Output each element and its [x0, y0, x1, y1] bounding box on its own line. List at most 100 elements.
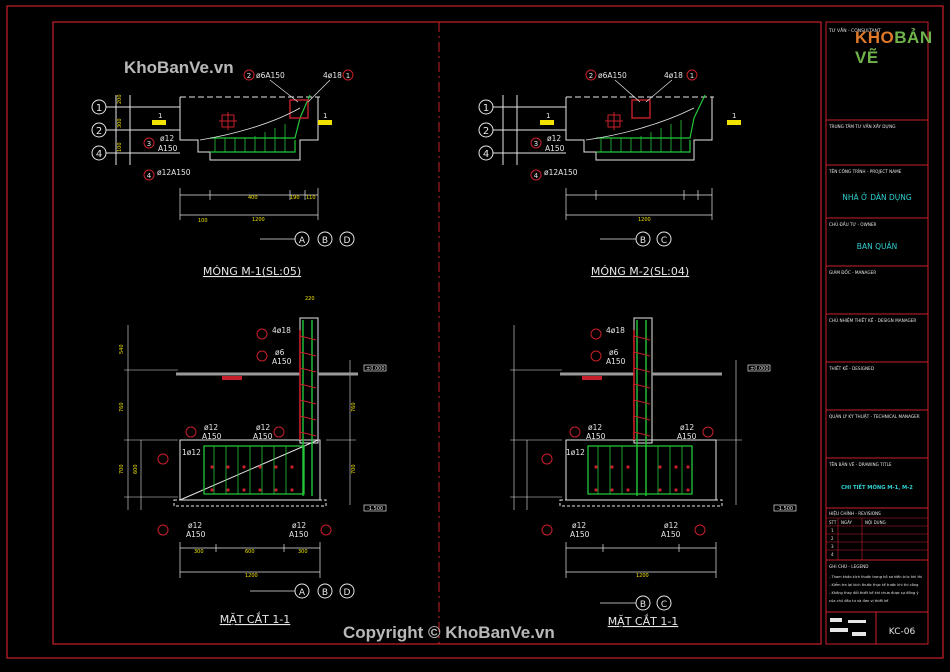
sec-m1-axis-d: D	[344, 588, 351, 598]
sec-m2-c6a: ø12	[588, 423, 602, 432]
sec-m1-dim-top: 220	[305, 296, 315, 302]
sec-m2-total: 1200	[636, 573, 649, 579]
plan-m1: 1 2 4 200 300 100 1 1 2 ø6A150 4ø18 1 3 …	[91, 69, 355, 278]
tb-note-3: - Không thay đổi thiết kế khi chưa được …	[829, 590, 919, 595]
sec-m1-c5b: A150	[253, 432, 273, 441]
sec-m2-c3a: ø12	[664, 521, 678, 530]
watermark-top: KhoBanVe.vn	[124, 58, 234, 77]
plan-m1-r4: ø12A150	[157, 168, 191, 177]
sec-m1-c4a: ø12	[188, 521, 202, 530]
sec-m2-c2b: A150	[606, 357, 626, 366]
callout-circle	[273, 426, 285, 438]
tb-tech-label: QUẢN LÝ KỸ THUẬT - TECHNICAL MANAGER	[829, 414, 920, 419]
tb-design-label: THIẾT KẾ - DESIGNED	[828, 365, 874, 371]
callout-circle	[541, 524, 553, 536]
sec-m2-axis-b: B	[640, 600, 646, 610]
sec-m1-axis-b: B	[322, 588, 328, 598]
axis-bubble	[656, 231, 672, 247]
tb-drawing-title: CHI TIẾT MÓNG M-1, M-2	[841, 483, 913, 491]
callout-circle	[590, 328, 602, 340]
plan-m1-d3: 190	[290, 195, 300, 201]
sec-m1-d1: 300	[194, 549, 204, 555]
sec-m1-c5a: ø12	[256, 423, 270, 432]
axis-bubble	[317, 231, 333, 247]
plan-m2-callout-1: 1	[483, 103, 489, 114]
plan-m1-r3a: ø12	[160, 134, 174, 143]
sec-m2-c4b: A150	[570, 530, 590, 539]
section-m1: 540 760 700 600 760 700 ±0.000 -1.500	[119, 296, 387, 626]
plan-m2-r3a: ø12	[547, 134, 561, 143]
callout-circle	[256, 350, 268, 362]
plan-m2-total: 1200	[638, 217, 651, 223]
sec-m1-c2b: A150	[272, 357, 292, 366]
plan-m2-top1: ø6A150	[598, 71, 627, 80]
sec-m2-c3b: A150	[661, 530, 681, 539]
axis-bubble	[294, 231, 310, 247]
plan-m1-axis-d: D	[344, 236, 351, 246]
sec-m1-c2a: ø6	[275, 348, 285, 357]
plan-m1-callout-2: 2	[96, 126, 102, 137]
callout-circle	[530, 169, 542, 181]
plan-m2-r4: ø12A150	[544, 168, 578, 177]
plan-m2-sec-left: 1	[546, 112, 550, 120]
callout-circle	[243, 69, 255, 81]
callout-circle	[694, 524, 706, 536]
sec-m1-v3: 700	[119, 464, 125, 474]
callout-circle	[702, 426, 714, 438]
plan-m1-top2-no: 1	[346, 72, 350, 80]
plan-m2-axis-c: C	[661, 236, 667, 246]
sec-m1-c4b: A150	[186, 530, 206, 539]
logo-part1: KHO	[855, 28, 895, 47]
plan-m2-title: MÓNG M-2(SL:04)	[591, 265, 689, 278]
sec-m1-c3a: ø12	[292, 521, 306, 530]
watermark-bottom: Copyright © KhoBanVe.vn	[343, 623, 555, 642]
plan-m1-r3-no: 3	[147, 140, 151, 148]
plan-m1-d1: 100	[198, 218, 208, 224]
sec-m1-v2r: 760	[351, 402, 357, 412]
plan-m1-sec-right: 1	[323, 112, 327, 120]
sec-m1-level-top: ±0.000	[366, 366, 385, 372]
tb-note-4: của chủ đầu tư và đơn vị thiết kế	[829, 599, 889, 603]
axis-bubble	[317, 583, 333, 599]
sec-m1-v1: 540	[119, 344, 125, 354]
plan-m1-v3: 100	[117, 142, 123, 152]
sec-m1-c3b: A150	[289, 530, 309, 539]
tb-rev-h2: NGÀY	[841, 520, 853, 525]
sec-m2-axis-c: C	[661, 600, 667, 610]
tb-company: TRUNG TÂM TƯ VẤN XÂY DỰNG	[828, 124, 895, 129]
outer-border	[6, 5, 944, 659]
tb-owner: BAN QUẢN	[857, 242, 897, 251]
tb-rev-h3: NỘI DUNG	[865, 520, 886, 525]
sec-m1-c6b: A150	[202, 432, 222, 441]
plan-m2-top1-no: 2	[589, 72, 593, 80]
sec-m1-level-bottom: -1.500	[367, 506, 383, 512]
sec-m2-level-bottom: -1.500	[777, 506, 793, 512]
callout-circle	[143, 169, 155, 181]
sec-m1-c1: 4ø18	[272, 326, 291, 335]
plan-m2-r3-no: 3	[534, 140, 538, 148]
tb-drawing-title-label: TÊN BẢN VẼ - DRAWING TITLE	[828, 462, 892, 467]
axis-bubble	[656, 595, 672, 611]
plan-m1-top1-no: 2	[247, 72, 251, 80]
plan-m1-v2: 300	[117, 118, 123, 128]
plan-m2-top2-no: 1	[690, 72, 694, 80]
sec-m2-c6b: A150	[586, 432, 606, 441]
tb-rev-r3: 3	[831, 544, 834, 549]
tb-rev-r2: 2	[831, 536, 834, 541]
tb-sheet-no: KC-06	[889, 627, 916, 637]
callout-circle	[541, 453, 553, 465]
plan-m1-title: MÓNG M-1(SL:05)	[203, 265, 301, 278]
plan-m1-callouts	[91, 95, 180, 165]
plan-m1-v1: 200	[117, 94, 123, 104]
title-block: TƯ VẤN - CONSULTANT TRUNG TÂM TƯ VẤN XÂY…	[825, 21, 929, 645]
sec-m2-c2a: ø6	[609, 348, 619, 357]
callout-circle	[569, 426, 581, 438]
axis-bubble	[635, 595, 651, 611]
axis-bubble	[635, 231, 651, 247]
callout-circle	[686, 69, 698, 81]
plan-m2-top2: 4ø18	[664, 71, 683, 80]
sec-m1-v3r: 700	[351, 464, 357, 474]
site-logo: KHOBẢN VẼ	[855, 28, 950, 68]
